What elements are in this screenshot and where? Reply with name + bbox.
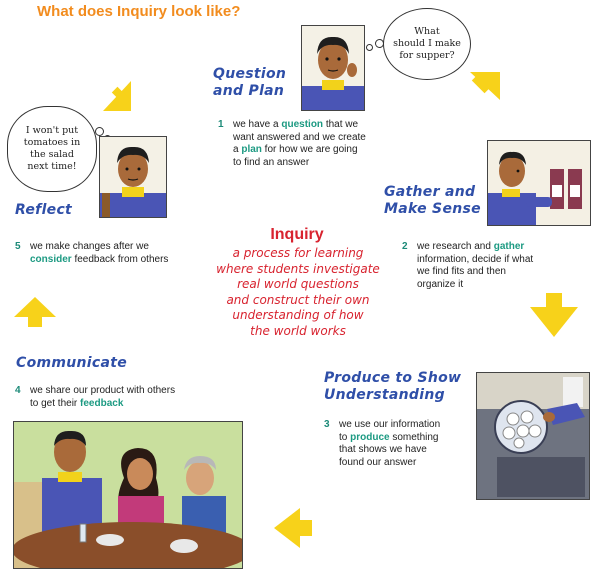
step-line: we find fits and then	[417, 266, 533, 279]
step-number: 5	[15, 241, 21, 252]
stage-title-line: Understanding	[324, 387, 445, 403]
step-line: consider feedback from others	[30, 254, 168, 267]
bubble-line: for supper?	[399, 50, 455, 61]
bubble-line: should I make	[393, 38, 461, 49]
step-text-segment: we share our product with others	[30, 385, 176, 396]
center-line: a process for learning	[232, 246, 364, 260]
step-text-segment: we make changes after we	[30, 241, 149, 252]
step-line: we use our information	[339, 419, 440, 432]
step-line: organize it	[417, 279, 533, 292]
arrow-right-down	[530, 293, 578, 337]
bubble-line: What	[414, 26, 440, 37]
step-line: we research and gather	[417, 241, 533, 254]
center-line: real world questions	[237, 277, 359, 291]
step-text-segment: we research and	[417, 241, 494, 252]
step-text-segment: we use our information	[339, 419, 441, 430]
bubble-line: tomatoes in	[23, 137, 81, 148]
keyword: plan	[241, 144, 262, 155]
arrow-upper-right	[470, 72, 500, 100]
question-thought-bubble: What should I make for supper?	[383, 8, 471, 80]
center-line: understanding of how	[232, 308, 364, 322]
step-text-segment: for how we are going	[261, 144, 358, 155]
step-text-segment: want answered and we create	[233, 131, 366, 143]
communicate-illustration	[13, 421, 243, 569]
step-line: information, decide if what	[417, 254, 533, 267]
step-number: 3	[324, 419, 330, 430]
step-line: to produce something	[339, 432, 440, 445]
stage-title-reflect: Reflect	[15, 202, 72, 219]
gather-illustration	[487, 140, 591, 226]
thought-dot	[366, 44, 373, 51]
stage-title-line: Produce to Show	[324, 370, 462, 386]
keyword: feedback	[80, 397, 124, 409]
stage-title-line: and Plan	[213, 83, 285, 99]
question-illustration	[301, 25, 365, 111]
stage-title-line: Communicate	[16, 355, 128, 371]
step-number: 2	[402, 241, 408, 252]
arrow-left-up	[14, 297, 56, 327]
step-text-segment: a	[233, 144, 242, 155]
reflect-thought-bubble: I won't put tomatoes in the salad next t…	[7, 106, 97, 192]
step-text-segment: we have a	[233, 119, 282, 130]
step-text-segment: that shows we have	[339, 444, 427, 455]
stage-title-question: Question and Plan	[213, 66, 286, 100]
stage-title-line: Reflect	[15, 202, 73, 218]
reflect-illustration	[99, 136, 167, 218]
step-text-segment: that we	[323, 119, 359, 130]
bubble-line: next time!	[27, 161, 77, 172]
keyword: gather	[493, 241, 525, 252]
arrow-lower-left	[274, 508, 312, 548]
center-line: the world works	[250, 323, 346, 338]
stage-title-communicate: Communicate	[16, 355, 127, 372]
step-text-segment: something	[389, 431, 439, 443]
keyword: consider	[30, 253, 72, 265]
center-description: a process for learning where students in…	[196, 246, 400, 339]
step-line: we share our product with others	[30, 385, 175, 398]
step-line: we have a question that we	[233, 119, 366, 132]
step-text-segment: we find fits and then	[417, 266, 506, 277]
page-title: What does Inquiry look like?	[37, 3, 241, 20]
thought-dot	[95, 127, 104, 136]
bubble-line: I won't put	[25, 125, 79, 136]
stage-title-line: Gather and	[384, 184, 476, 200]
step-line: to get their feedback	[30, 398, 175, 411]
step-line: we make changes after we	[30, 241, 168, 254]
step-text-segment: to find an answer	[233, 156, 310, 168]
bubble-line: the salad	[30, 149, 74, 160]
center-title: Inquiry	[270, 226, 324, 243]
step-line: a plan for how we are going	[233, 144, 366, 157]
stage-title-produce: Produce to Show Understanding	[324, 370, 461, 404]
step-line: want answered and we create	[233, 132, 366, 145]
step-text-segment: to get their	[30, 397, 81, 409]
step-line: found our answer	[339, 457, 440, 470]
step-text-segment: found our answer	[339, 456, 417, 468]
step-text-segment: to	[339, 431, 351, 443]
stage-title-line: Question	[213, 66, 287, 82]
step-number: 4	[15, 385, 21, 396]
center-line: where students investigate	[216, 261, 380, 276]
step-line: that shows we have	[339, 444, 440, 457]
center-line: and construct their own	[226, 292, 370, 307]
step-text-segment: feedback from others	[71, 253, 169, 265]
step-text-segment: information, decide if what	[417, 253, 534, 265]
step-text-segment: organize it	[417, 278, 464, 290]
keyword: question	[281, 119, 324, 130]
keyword: produce	[350, 431, 390, 443]
stage-title-line: Make Sense	[384, 201, 481, 217]
step-number: 1	[218, 119, 224, 130]
produce-illustration	[476, 372, 590, 500]
stage-title-gather: Gather and Make Sense	[384, 184, 481, 218]
step-line: to find an answer	[233, 157, 366, 170]
arrow-upper-left	[103, 81, 131, 111]
